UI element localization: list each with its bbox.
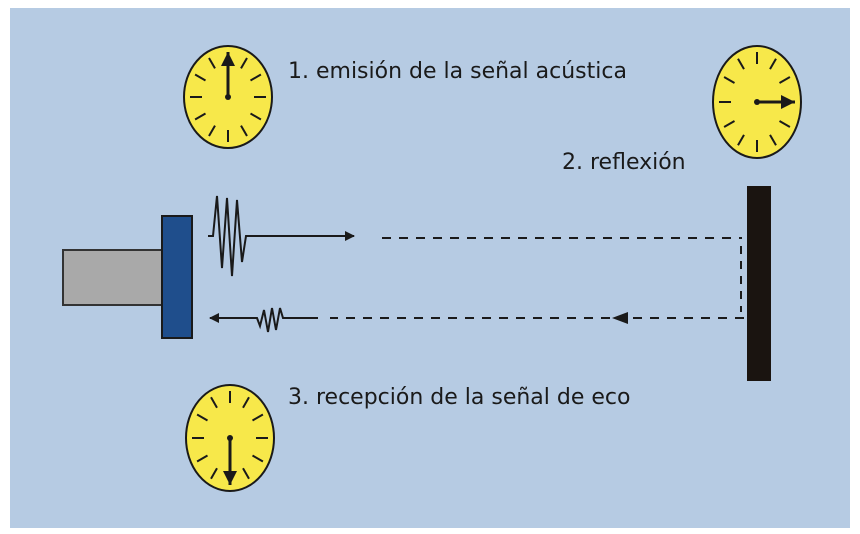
clock-hub xyxy=(225,94,231,100)
clock-tick xyxy=(779,76,791,84)
clock-hub xyxy=(754,99,760,105)
label-reception: 3. recepción de la señal de eco xyxy=(288,385,630,410)
transducer-body xyxy=(62,249,166,306)
clock-tick xyxy=(252,413,264,422)
clock-icon-reflection xyxy=(712,45,802,159)
clock-tick xyxy=(196,413,208,422)
clock-tick xyxy=(194,112,206,121)
clock-tick xyxy=(737,58,745,70)
clock-tick xyxy=(737,134,745,146)
clock-tick xyxy=(208,57,216,69)
clock-tick xyxy=(242,396,250,409)
clock-tick xyxy=(723,76,735,84)
label-reflection: 2. reflexión xyxy=(562,150,686,175)
clock-tick xyxy=(196,454,208,463)
clock-tick xyxy=(769,58,777,70)
clock-icon-emission xyxy=(183,45,273,149)
clock-tick xyxy=(250,73,262,82)
clock-hand-arrowhead xyxy=(221,52,235,66)
clock-tick xyxy=(242,467,250,480)
clock-tick xyxy=(210,467,218,480)
clock-tick xyxy=(240,125,248,137)
emitted-pulse-zigzag-icon xyxy=(208,195,250,277)
clock-hand-arrowhead xyxy=(781,95,795,109)
clock-tick xyxy=(194,73,206,82)
reflector-wall xyxy=(747,186,771,381)
clock-tick xyxy=(240,57,248,69)
echo-pulse-zigzag-icon xyxy=(252,307,287,333)
clock-tick xyxy=(769,134,777,146)
return-arrowhead xyxy=(612,312,628,324)
clock-tick xyxy=(252,454,264,463)
clock-hub xyxy=(227,435,233,441)
clock-tick xyxy=(210,396,218,409)
clock-icon-reception xyxy=(185,384,275,492)
clock-tick xyxy=(208,125,216,137)
transducer-face xyxy=(161,215,193,339)
clock-tick xyxy=(779,120,791,128)
clock-hand-arrowhead xyxy=(223,471,237,485)
clock-tick xyxy=(723,120,735,128)
label-emission: 1. emisión de la señal acústica xyxy=(288,59,627,84)
clock-tick xyxy=(250,112,262,121)
